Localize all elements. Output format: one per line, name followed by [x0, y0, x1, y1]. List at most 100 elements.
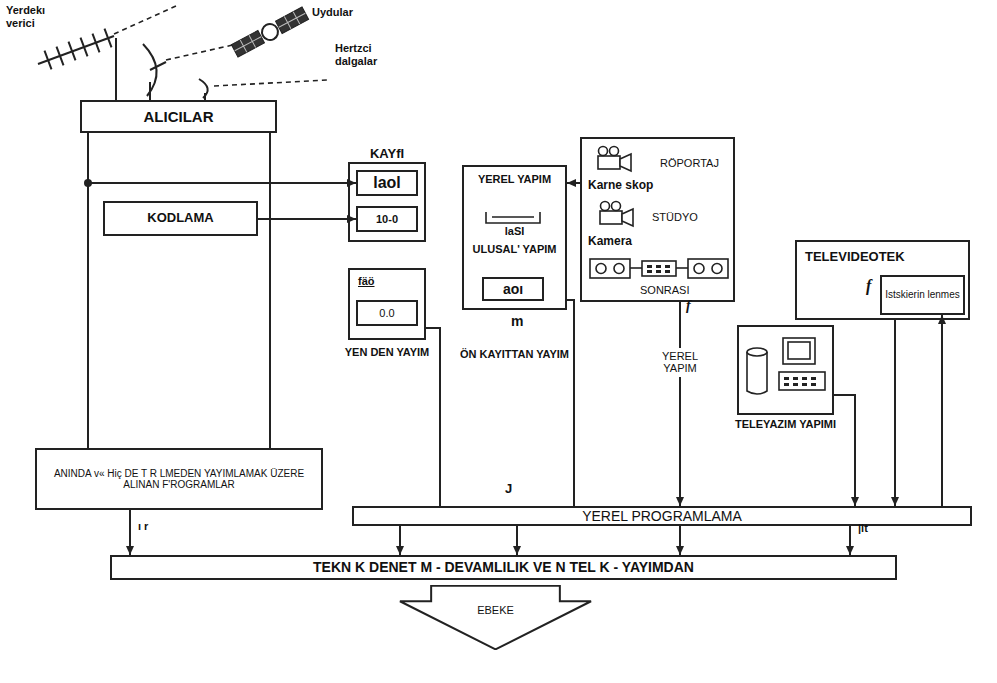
- connector: [679, 526, 681, 555]
- monitor-screen: [788, 342, 810, 359]
- connector: [834, 395, 855, 506]
- label-text: Uydular: [312, 6, 353, 19]
- node-text: RÖPORTAJ: [660, 157, 719, 170]
- node-text: fäö: [358, 275, 375, 288]
- keyboard-key: [793, 383, 798, 386]
- camera-body: [598, 156, 620, 169]
- console-key: [647, 270, 652, 273]
- tape-icon: [486, 212, 540, 223]
- keyboard-key: [784, 377, 789, 380]
- node-text: STÜDYO: [652, 211, 698, 224]
- node-text: YEREL YAPIM: [464, 173, 565, 186]
- node-text: Istskierin lenmes: [885, 289, 959, 301]
- tape-wire: [630, 267, 642, 269]
- node-text: laol: [373, 174, 401, 192]
- console-key: [656, 265, 661, 268]
- tape-reel: [614, 264, 624, 274]
- keyboard-key: [784, 383, 789, 386]
- encoding-box: KODLAMA: [103, 201, 258, 236]
- edit-console: [642, 261, 676, 276]
- teletext-box: TELEYAZIM YAPIMI: [737, 325, 834, 415]
- node-text: 0.0: [379, 307, 394, 320]
- node-text: laSI: [464, 225, 565, 238]
- connector: [567, 300, 574, 506]
- tape-cassette: [688, 259, 728, 278]
- keyboard-key: [802, 377, 807, 380]
- keyboard-key: [802, 383, 807, 386]
- label-text: Hertzci dalgalar: [335, 42, 405, 67]
- connector: [941, 315, 943, 506]
- request-box: Istskierin lenmes: [880, 275, 965, 315]
- monitor: [783, 338, 815, 364]
- storage-cylinder: [747, 348, 767, 356]
- tape-reel: [712, 264, 722, 274]
- tape-reel: [596, 264, 606, 274]
- node-text: TELEYAZIM YAPIMI: [731, 418, 841, 431]
- console-key: [665, 270, 670, 273]
- label-text: |lt: [858, 522, 868, 535]
- satellite-body: [259, 21, 281, 43]
- node-text: Karne skop: [588, 179, 653, 193]
- connector: [679, 302, 681, 506]
- camera-reel: [612, 202, 621, 211]
- dish-feed: [150, 62, 166, 70]
- camera-reel: [610, 147, 619, 156]
- edge-label: YEREL YAPIM: [653, 348, 707, 377]
- tape-box: aoı: [482, 277, 544, 301]
- junction-dot: [84, 179, 92, 187]
- label-text: J: [505, 482, 512, 497]
- tape-cassette: [590, 259, 630, 278]
- keyboard: [779, 372, 825, 390]
- console-key: [647, 265, 652, 268]
- connector: [129, 510, 131, 555]
- rebroadcast-box: fäöYEN DEN YAYIM0.0: [348, 268, 426, 340]
- camera-body: [600, 211, 622, 224]
- node-text: KAYfI: [342, 147, 432, 162]
- connector: [258, 218, 356, 220]
- live-programs-box: ANINDA v« Hiç DE T R LMEDEN YAYIMLAMAK Ü…: [35, 448, 323, 510]
- console-key: [656, 270, 661, 273]
- node-text: YEN DEN YAYIM: [342, 346, 432, 359]
- connector: [849, 526, 851, 555]
- label-text: f: [866, 277, 871, 295]
- keyboard-key: [811, 377, 816, 380]
- tape-box: 10-0: [356, 206, 418, 232]
- label-text: Yerdekı verici: [6, 4, 68, 29]
- televideotek-box: TELEVIDEOTEK Istskierin lenmes: [795, 240, 970, 320]
- signal-ray: [114, 6, 176, 34]
- camera-lens: [620, 154, 631, 171]
- node-text: 10-0: [376, 213, 398, 226]
- node-text: YEREL PROGRAMLAMA: [582, 508, 742, 524]
- connector: [88, 133, 270, 448]
- storage-cylinder: [747, 352, 767, 394]
- small-dish-mast: [204, 93, 206, 100]
- tape-reel: [694, 264, 704, 274]
- camera-lens: [622, 209, 633, 226]
- connector: [88, 133, 356, 183]
- camera-reel: [601, 202, 610, 211]
- node-text: TELEVIDEOTEK: [805, 250, 905, 265]
- node-text: SONRASI: [640, 284, 690, 297]
- node-text: ANINDA v« Hiç DE T R LMEDEN YAYIMLAMAK Ü…: [37, 468, 321, 491]
- signal-ray: [214, 80, 328, 86]
- node-text: ULUSAL' YAPIM: [464, 243, 565, 256]
- keyboard-key: [811, 383, 816, 386]
- node-text: ALICILAR: [144, 108, 214, 125]
- connector: [516, 526, 518, 555]
- node-text: ÖN KAYITTAN YAYIM: [455, 348, 575, 361]
- node-text: aoı: [503, 281, 523, 297]
- node-text: EBEKE: [477, 604, 514, 617]
- label-text: m: [511, 313, 523, 329]
- node-text: TEKN K DENET M - DEVAMLILIK VE N TEL K -…: [313, 559, 694, 575]
- console-key: [665, 265, 670, 268]
- antenna-elements: [45, 29, 112, 70]
- small-dish: [199, 79, 208, 98]
- camera-reel: [599, 147, 608, 156]
- satellite-grid: [231, 7, 308, 57]
- studio-box: RÖPORTAJKarne skopSTÜDYOKameraSONRASI: [580, 137, 735, 302]
- dish-mast: [149, 82, 151, 100]
- connector: [894, 320, 896, 506]
- connector: [567, 182, 580, 184]
